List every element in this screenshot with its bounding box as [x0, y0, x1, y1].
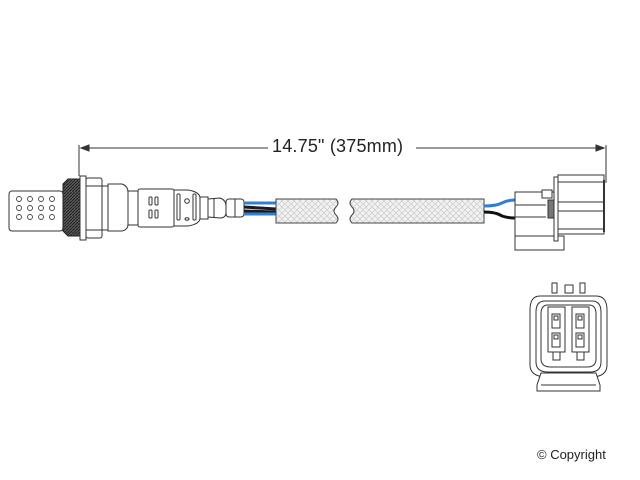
connector-front-view	[529, 282, 608, 392]
cable-segment-left	[275, 198, 339, 224]
sensor-tip	[8, 190, 64, 232]
copyright-text: © Copyright	[537, 447, 606, 462]
cable-segment-right	[349, 198, 485, 224]
threaded-section	[62, 178, 81, 237]
sensor-wires	[243, 201, 277, 216]
dimension-line	[78, 144, 607, 183]
dimension-label: 14.75" (375mm)	[268, 136, 408, 157]
connector-wires	[483, 198, 516, 220]
connector-side-view	[514, 174, 605, 251]
sensor-body	[101, 183, 245, 232]
hex-nut	[79, 175, 103, 241]
